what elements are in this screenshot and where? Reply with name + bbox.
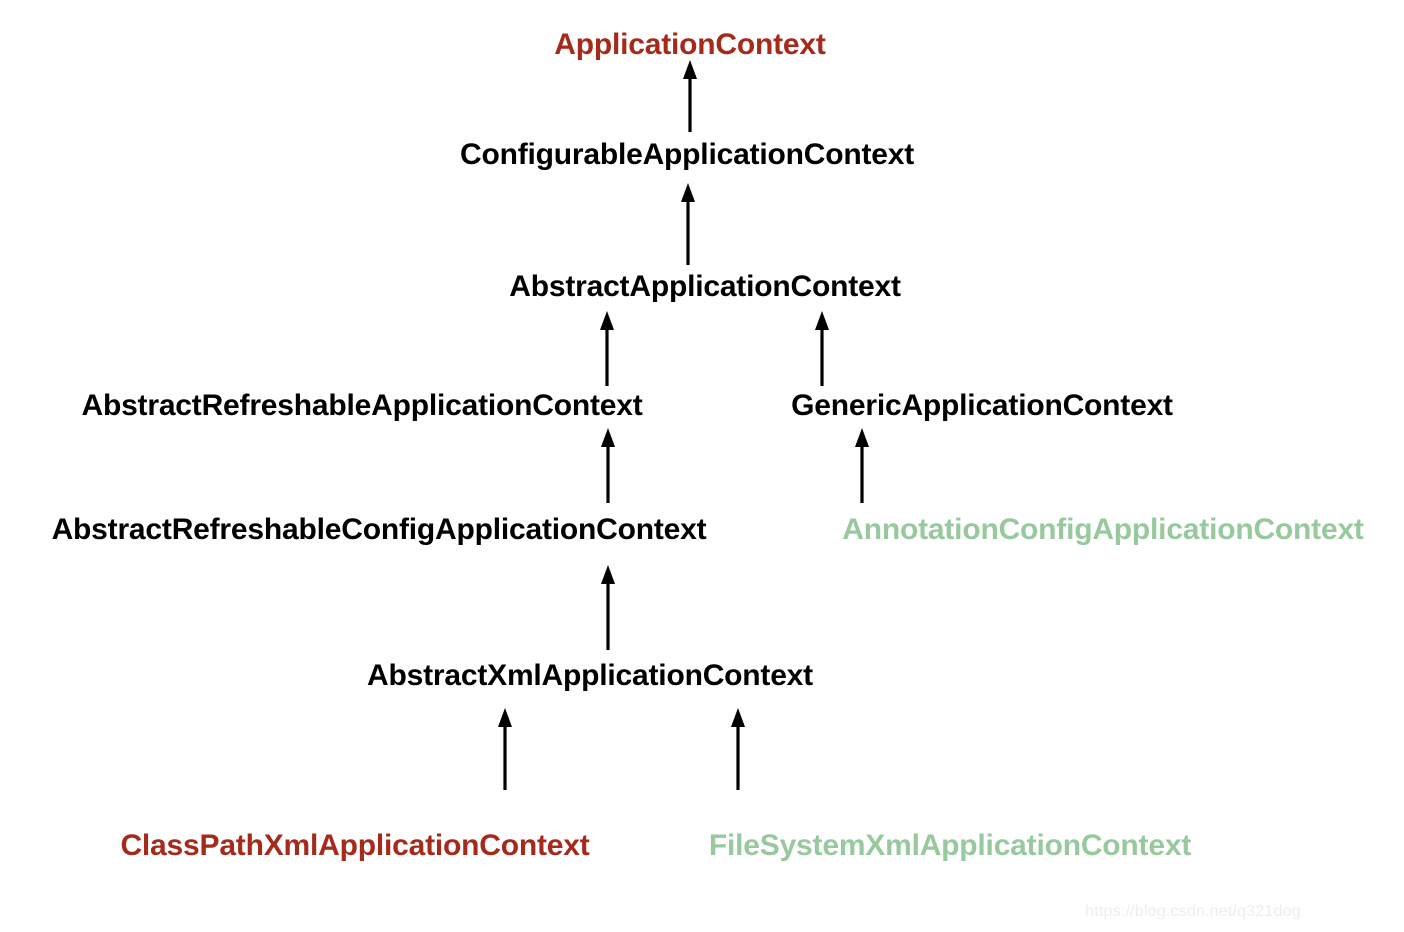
watermark-text: https://blog.csdn.net/q321dog [1085,903,1301,920]
class-node-abstract-refreshable-application-context: AbstractRefreshableApplicationContext [81,389,643,422]
class-node-classpath-xml-application-context: ClassPathXmlApplicationContext [120,829,590,862]
class-node-annotation-config-application-context: AnnotationConfigApplicationContext [842,513,1364,546]
arrow-edge-refreshable-config-to-refreshable [601,428,615,503]
arrow-edge-refreshable-to-abstract [600,311,614,386]
class-node-abstract-xml-application-context: AbstractXmlApplicationContext [367,659,813,692]
class-node-abstract-application-context: AbstractApplicationContext [509,270,901,303]
class-node-filesystem-xml-application-context: FileSystemXmlApplicationContext [708,829,1192,862]
arrow-edge-configurable-to-application [683,60,697,132]
arrow-edge-classpath-to-xml [498,708,512,790]
arrow-edge-xml-to-refreshable-config [601,565,615,650]
class-node-configurable-application-context: ConfigurableApplicationContext [460,138,914,171]
arrow-edge-filesystem-to-xml [731,708,745,790]
class-node-application-context: ApplicationContext [554,28,826,61]
arrow-edge-abstract-to-configurable [681,183,695,265]
class-node-generic-application-context: GenericApplicationContext [791,389,1173,422]
arrow-edge-annotation-config-to-generic [855,428,869,503]
class-node-abstract-refreshable-config-application-context: AbstractRefreshableConfigApplicationCont… [51,513,707,546]
arrow-edge-generic-to-abstract [815,311,829,386]
